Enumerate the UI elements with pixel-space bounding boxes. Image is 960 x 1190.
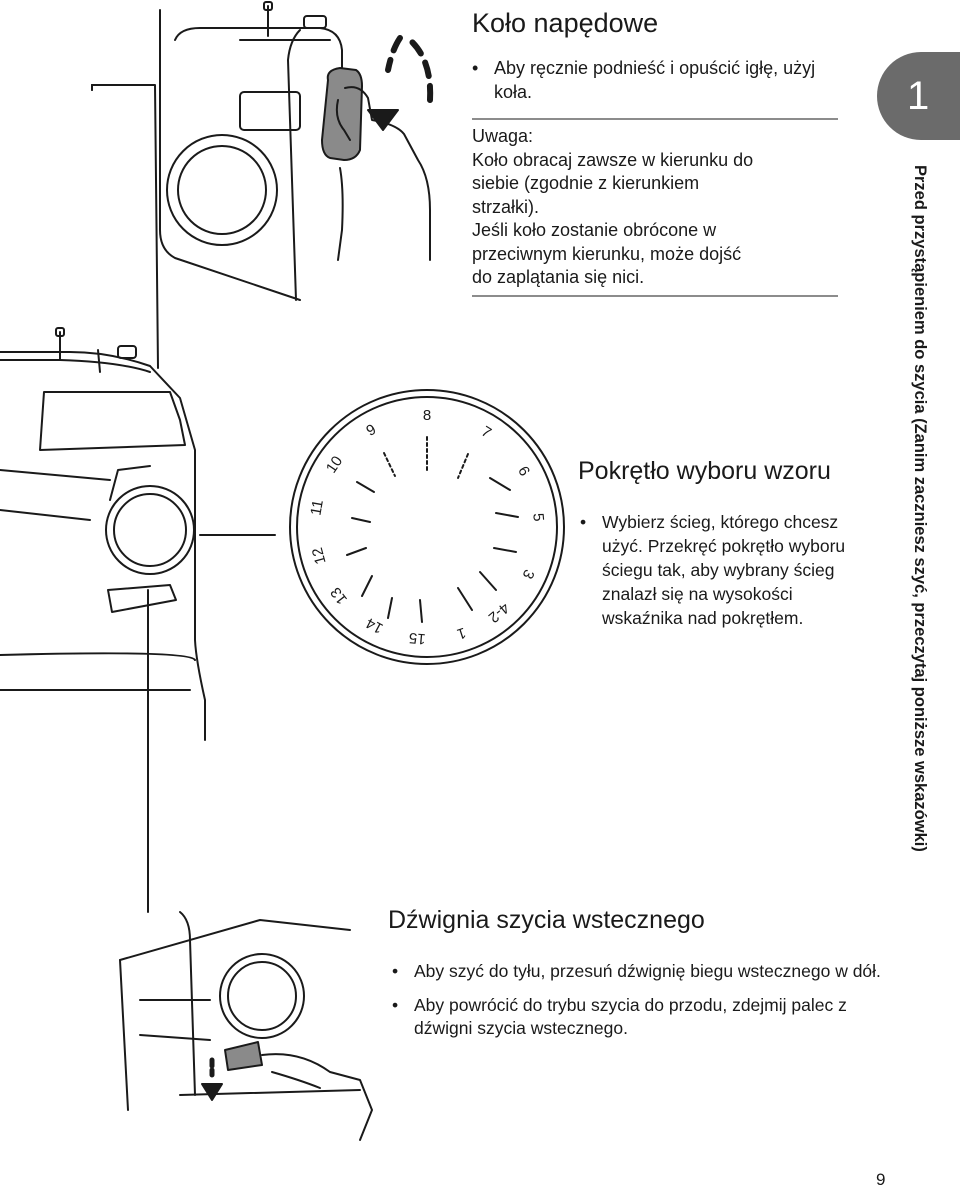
reverse-lever-bullet: Aby szyć do tyłu, przesuń dźwignię biegu… bbox=[392, 960, 892, 984]
chapter-number: 1 bbox=[907, 74, 930, 118]
note-top-rule bbox=[472, 118, 838, 120]
pattern-dial-bullets: Wybierz ścieg, którego chcesz użyć. Prze… bbox=[580, 510, 850, 630]
handwheel-illustration bbox=[159, 1, 434, 301]
dial-number: 10 bbox=[323, 453, 346, 476]
pattern-dial-title: Pokrętło wyboru wzoru bbox=[578, 457, 831, 485]
reverse-lever-bullet: Aby powrócić do trybu szycia do przodu, … bbox=[392, 994, 892, 1041]
dial-number: 4-2 bbox=[485, 599, 513, 626]
handwheel-bullet: Aby ręcznie podnieść i opuścić igłę, uży… bbox=[472, 56, 832, 104]
machine-body-illustration bbox=[0, 327, 206, 741]
note-bottom-rule bbox=[472, 295, 838, 297]
note-line: do zaplątania się nici. bbox=[472, 267, 645, 287]
dial-number: 3 bbox=[519, 567, 538, 582]
reverse-lever-illustration bbox=[119, 911, 373, 1141]
note-line: strzałki). bbox=[472, 196, 539, 217]
chapter-tab: 1 bbox=[877, 52, 960, 140]
handwheel-title: Koło napędowe bbox=[472, 8, 659, 38]
dial-number: 14 bbox=[363, 614, 386, 637]
page-number: 9 bbox=[876, 1170, 886, 1189]
handwheel-note: Uwaga: Koło obracaj zawsze w kierunku do… bbox=[472, 125, 842, 290]
dial-number: 13 bbox=[327, 584, 351, 608]
pattern-dial-illustration bbox=[289, 389, 565, 665]
dial-number: 5 bbox=[529, 512, 547, 522]
dial-number: 6 bbox=[514, 463, 533, 479]
dial-number: 1 bbox=[455, 624, 468, 643]
reverse-lever-title: Dźwignia szycia wstecznego bbox=[388, 906, 705, 934]
note-line: Uwaga: bbox=[472, 126, 534, 146]
handwheel-bullets: Aby ręcznie podnieść i opuścić igłę, uży… bbox=[472, 56, 832, 104]
note-line: siebie (zgodnie z kierunkiem bbox=[472, 173, 700, 193]
dial-number: 8 bbox=[423, 407, 431, 424]
dial-number: 9 bbox=[363, 421, 379, 440]
note-line: Koło obracaj zawsze w kierunku do bbox=[472, 149, 754, 170]
note-line: Jeśli koło zostanie obrócone w bbox=[472, 220, 717, 240]
dial-number: 15 bbox=[408, 629, 426, 647]
dial-number: 7 bbox=[478, 423, 494, 442]
reverse-lever-bullets: Aby szyć do tyłu, przesuń dźwignię biegu… bbox=[392, 960, 892, 1051]
callout-lines bbox=[91, 84, 276, 913]
dial-number: 11 bbox=[307, 499, 326, 517]
chapter-side-title: Przed przystąpieniem do szycia (Zanim za… bbox=[911, 165, 929, 852]
pattern-dial-bullet: Wybierz ścieg, którego chcesz użyć. Prze… bbox=[580, 510, 850, 630]
note-line: przeciwnym kierunku, może dojść bbox=[472, 243, 742, 264]
dial-number: 12 bbox=[309, 546, 330, 567]
